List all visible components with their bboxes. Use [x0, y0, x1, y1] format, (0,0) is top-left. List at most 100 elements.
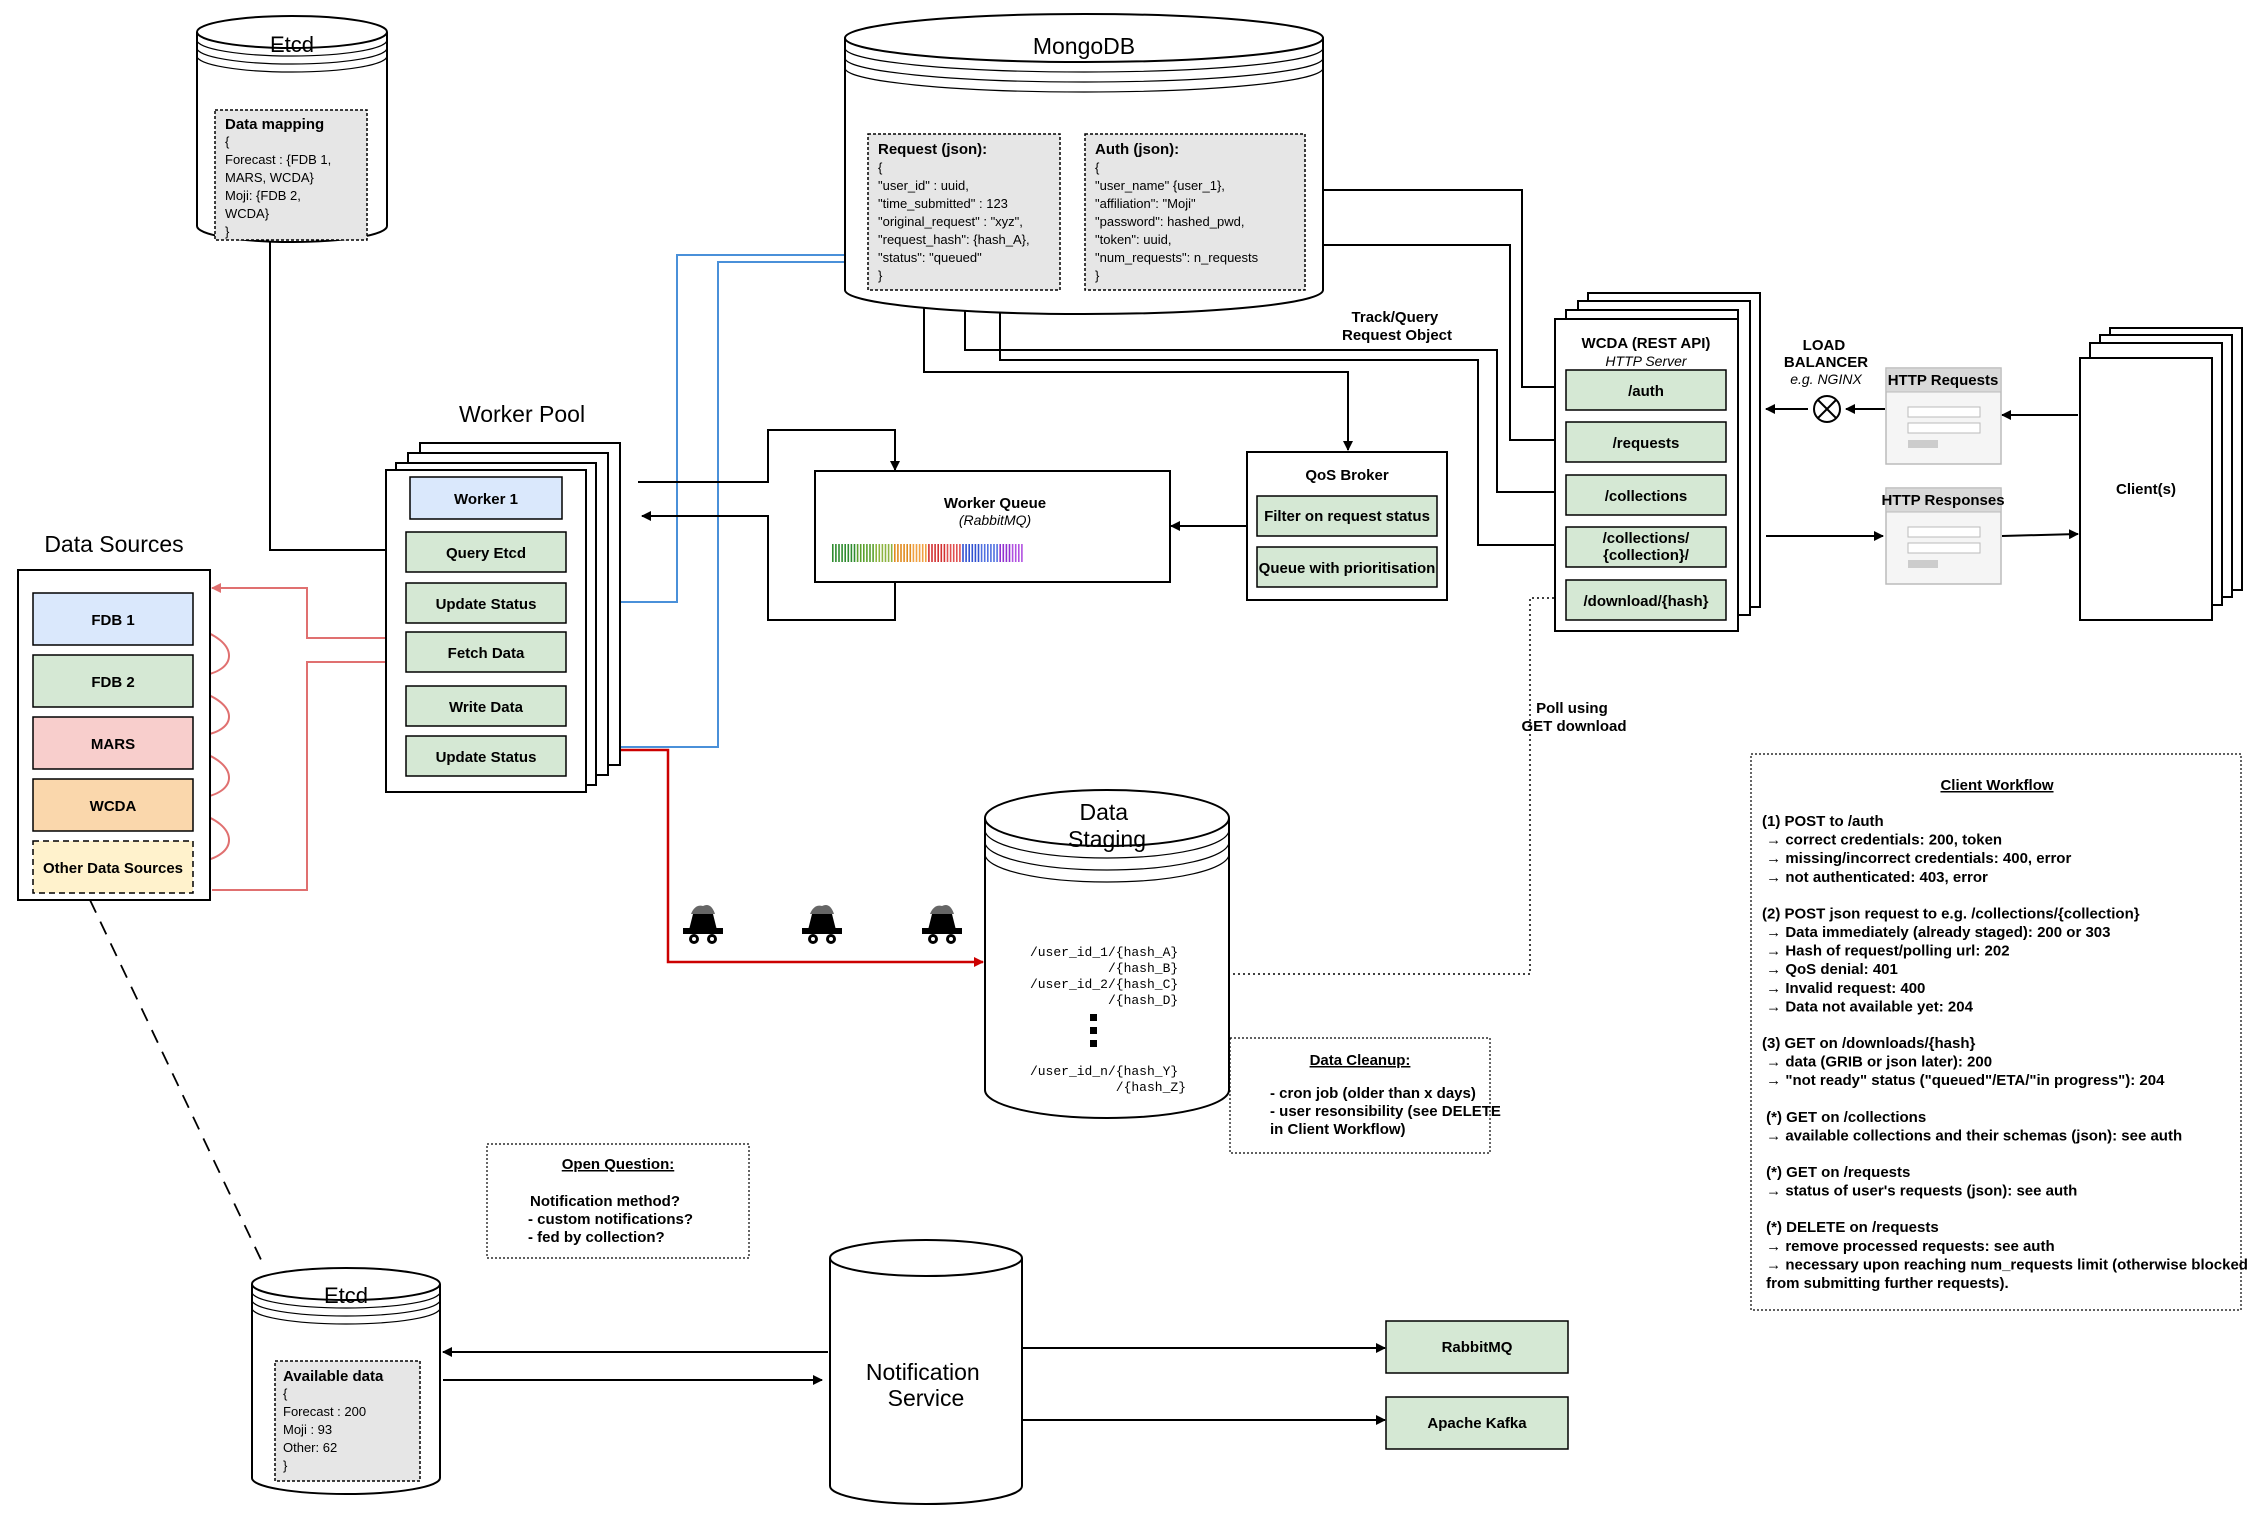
- http-responses: HTTP Responses: [1881, 487, 2005, 585]
- etcd-top-cylinder: Etcd Data mapping { Forecast : {FDB 1, M…: [196, 15, 388, 243]
- auth-json-title: Auth (json):: [1095, 141, 1179, 158]
- queue-stripe: [887, 544, 890, 562]
- step-query-etcd: [405, 531, 567, 573]
- kafka-label: Apache Kafka: [1427, 1415, 1527, 1432]
- track-query-label: Track/Query Request Object: [1342, 309, 1452, 344]
- source-other-label: Other Data Sources: [43, 860, 183, 877]
- load-balancer-example: e.g. NGINX: [1790, 371, 1862, 387]
- data-cleanup-title: Data Cleanup:: [1310, 1052, 1411, 1069]
- queue-stripe: [884, 544, 887, 562]
- data-sources-title: Data Sources: [44, 531, 183, 557]
- data-transfer-carts: [683, 905, 962, 944]
- queue-stripe: [925, 544, 927, 562]
- step-fetch-data-label: Fetch Data: [448, 645, 525, 662]
- queue-stripe: [878, 544, 881, 562]
- available-data-title: Available data: [283, 1368, 384, 1385]
- queue-stripe: [962, 544, 964, 562]
- queue-stripe: [949, 544, 952, 562]
- clients-label: Client(s): [2116, 481, 2176, 498]
- step-write-data-label: Write Data: [449, 699, 524, 716]
- queue-stripe: [1021, 544, 1023, 562]
- step-query-etcd-label: Query Etcd: [446, 545, 526, 562]
- source-mars-label: MARS: [91, 736, 135, 753]
- queue-stripe: [987, 544, 989, 562]
- queue-stripe: [959, 544, 961, 562]
- qos-broker-title: QoS Broker: [1305, 467, 1389, 484]
- qos-queue: [1256, 546, 1438, 588]
- client-workflow-line: (3) GET on /downloads/{hash}: [1762, 1035, 1976, 1052]
- source-wcda-label: WCDA: [90, 798, 137, 815]
- client-workflow-line: → missing/incorrect credentials: 400, er…: [1762, 850, 2071, 867]
- queue-stripe: [983, 544, 986, 562]
- data-staging-cylinder: Data Staging /user_id_1/{hash_A} /{hash_…: [984, 789, 1230, 1119]
- notification-service-cylinder: Notification Service: [829, 1239, 1023, 1505]
- worker-pool-title: Worker Pool: [459, 401, 585, 427]
- open-question-content: Notification method? - custom notificati…: [528, 1193, 697, 1246]
- mine-cart-icon: [802, 905, 842, 944]
- endpoint-download-label: /download/{hash}: [1583, 593, 1708, 610]
- http-requests-label: HTTP Requests: [1888, 372, 1999, 389]
- client-workflow-line: → Data immediately (already staged): 200…: [1762, 924, 2110, 941]
- queue-stripe: [863, 544, 865, 562]
- source-other: [32, 840, 194, 894]
- qos-filter: [1256, 495, 1438, 537]
- queue-stripe: [869, 544, 871, 562]
- queue-stripe: [974, 544, 977, 562]
- queue-stripes: [832, 544, 1023, 562]
- data-mapping-content: { Forecast : {FDB 1, MARS, WCDA} Moji: {…: [225, 134, 335, 239]
- data-sources: Data Sources FDB 1 FDB 2 MARS WCDA Other…: [17, 531, 211, 901]
- open-question-title: Open Question:: [562, 1156, 675, 1173]
- client-workflow-line: → "not ready" status ("queued"/ETA/"in p…: [1762, 1072, 2165, 1089]
- data-mapping-title: Data mapping: [225, 116, 324, 133]
- queue-stripe: [993, 544, 995, 562]
- queue-stripe: [980, 544, 983, 562]
- queue-stripe: [968, 544, 970, 562]
- endpoint-download: [1565, 579, 1727, 621]
- data-staging-title: Data Staging: [1068, 799, 1146, 852]
- queue-stripe: [894, 544, 896, 562]
- queue-stripe: [1014, 544, 1017, 562]
- step-update-status-1-label: Update Status: [436, 596, 537, 613]
- endpoint-requests-label: /requests: [1613, 435, 1680, 452]
- notification-service-label: Notification Service: [866, 1359, 986, 1411]
- worker-1: [409, 476, 563, 520]
- client-workflow-line: → data (GRIB or json later): 200: [1762, 1054, 1992, 1071]
- client-workflow-line: → Invalid request: 400: [1762, 980, 1925, 997]
- wcda-title: WCDA (REST API): [1582, 335, 1711, 352]
- wcda-rest-api: WCDA (REST API) HTTP Server /auth /reque…: [1554, 292, 1761, 632]
- queue-stripe: [934, 544, 936, 562]
- wcda-subtitle: HTTP Server: [1605, 353, 1687, 369]
- ellipsis-icon: [1090, 1014, 1097, 1047]
- open-question-note: Open Question: Notification method? - cu…: [486, 1143, 750, 1259]
- queue-stripe: [847, 544, 850, 562]
- endpoint-requests: [1565, 421, 1727, 463]
- rabbitmq-label: RabbitMQ: [1442, 1339, 1513, 1356]
- available-data-box: [274, 1360, 421, 1482]
- request-json-title: Request (json):: [878, 141, 987, 158]
- queue-stripe: [999, 544, 1001, 562]
- step-write-data: [405, 685, 567, 727]
- client-workflow-line: (*) GET on /requests: [1762, 1164, 1910, 1181]
- qos-queue-label: Queue with prioritisation: [1259, 560, 1436, 577]
- queue-stripe: [1018, 544, 1020, 562]
- queue-stripe: [844, 544, 846, 562]
- client-workflow-line: → not authenticated: 403, error: [1762, 869, 1988, 886]
- worker-1-label: Worker 1: [454, 491, 518, 508]
- queue-stripe: [943, 544, 946, 562]
- client-workflow-line: → Data not available yet: 204: [1762, 998, 1974, 1015]
- queue-stripe: [940, 544, 943, 562]
- load-balancer-label: LOAD BALANCER: [1784, 337, 1868, 371]
- queue-stripe: [952, 544, 955, 562]
- queue-stripe: [1011, 544, 1014, 562]
- endpoint-collection-item-label: /collections/{collection}/: [1603, 530, 1691, 564]
- client-workflow-line: → QoS denial: 401: [1762, 961, 1898, 978]
- mongodb-title: MongoDB: [1033, 33, 1135, 59]
- worker-pool: Worker Pool Worker 1 Query Etcd Update S…: [385, 401, 621, 793]
- data-cleanup-content: - cron job (older than x days) - user re…: [1270, 1085, 1505, 1138]
- auth-json-box: [1084, 133, 1306, 291]
- client-workflow-content: (1) POST to /auth → correct credentials:…: [1762, 813, 2248, 1292]
- queue-stripe: [856, 544, 859, 562]
- queue-stripe: [850, 544, 853, 562]
- http-responses-label: HTTP Responses: [1881, 492, 2004, 509]
- endpoint-auth: [1565, 369, 1727, 411]
